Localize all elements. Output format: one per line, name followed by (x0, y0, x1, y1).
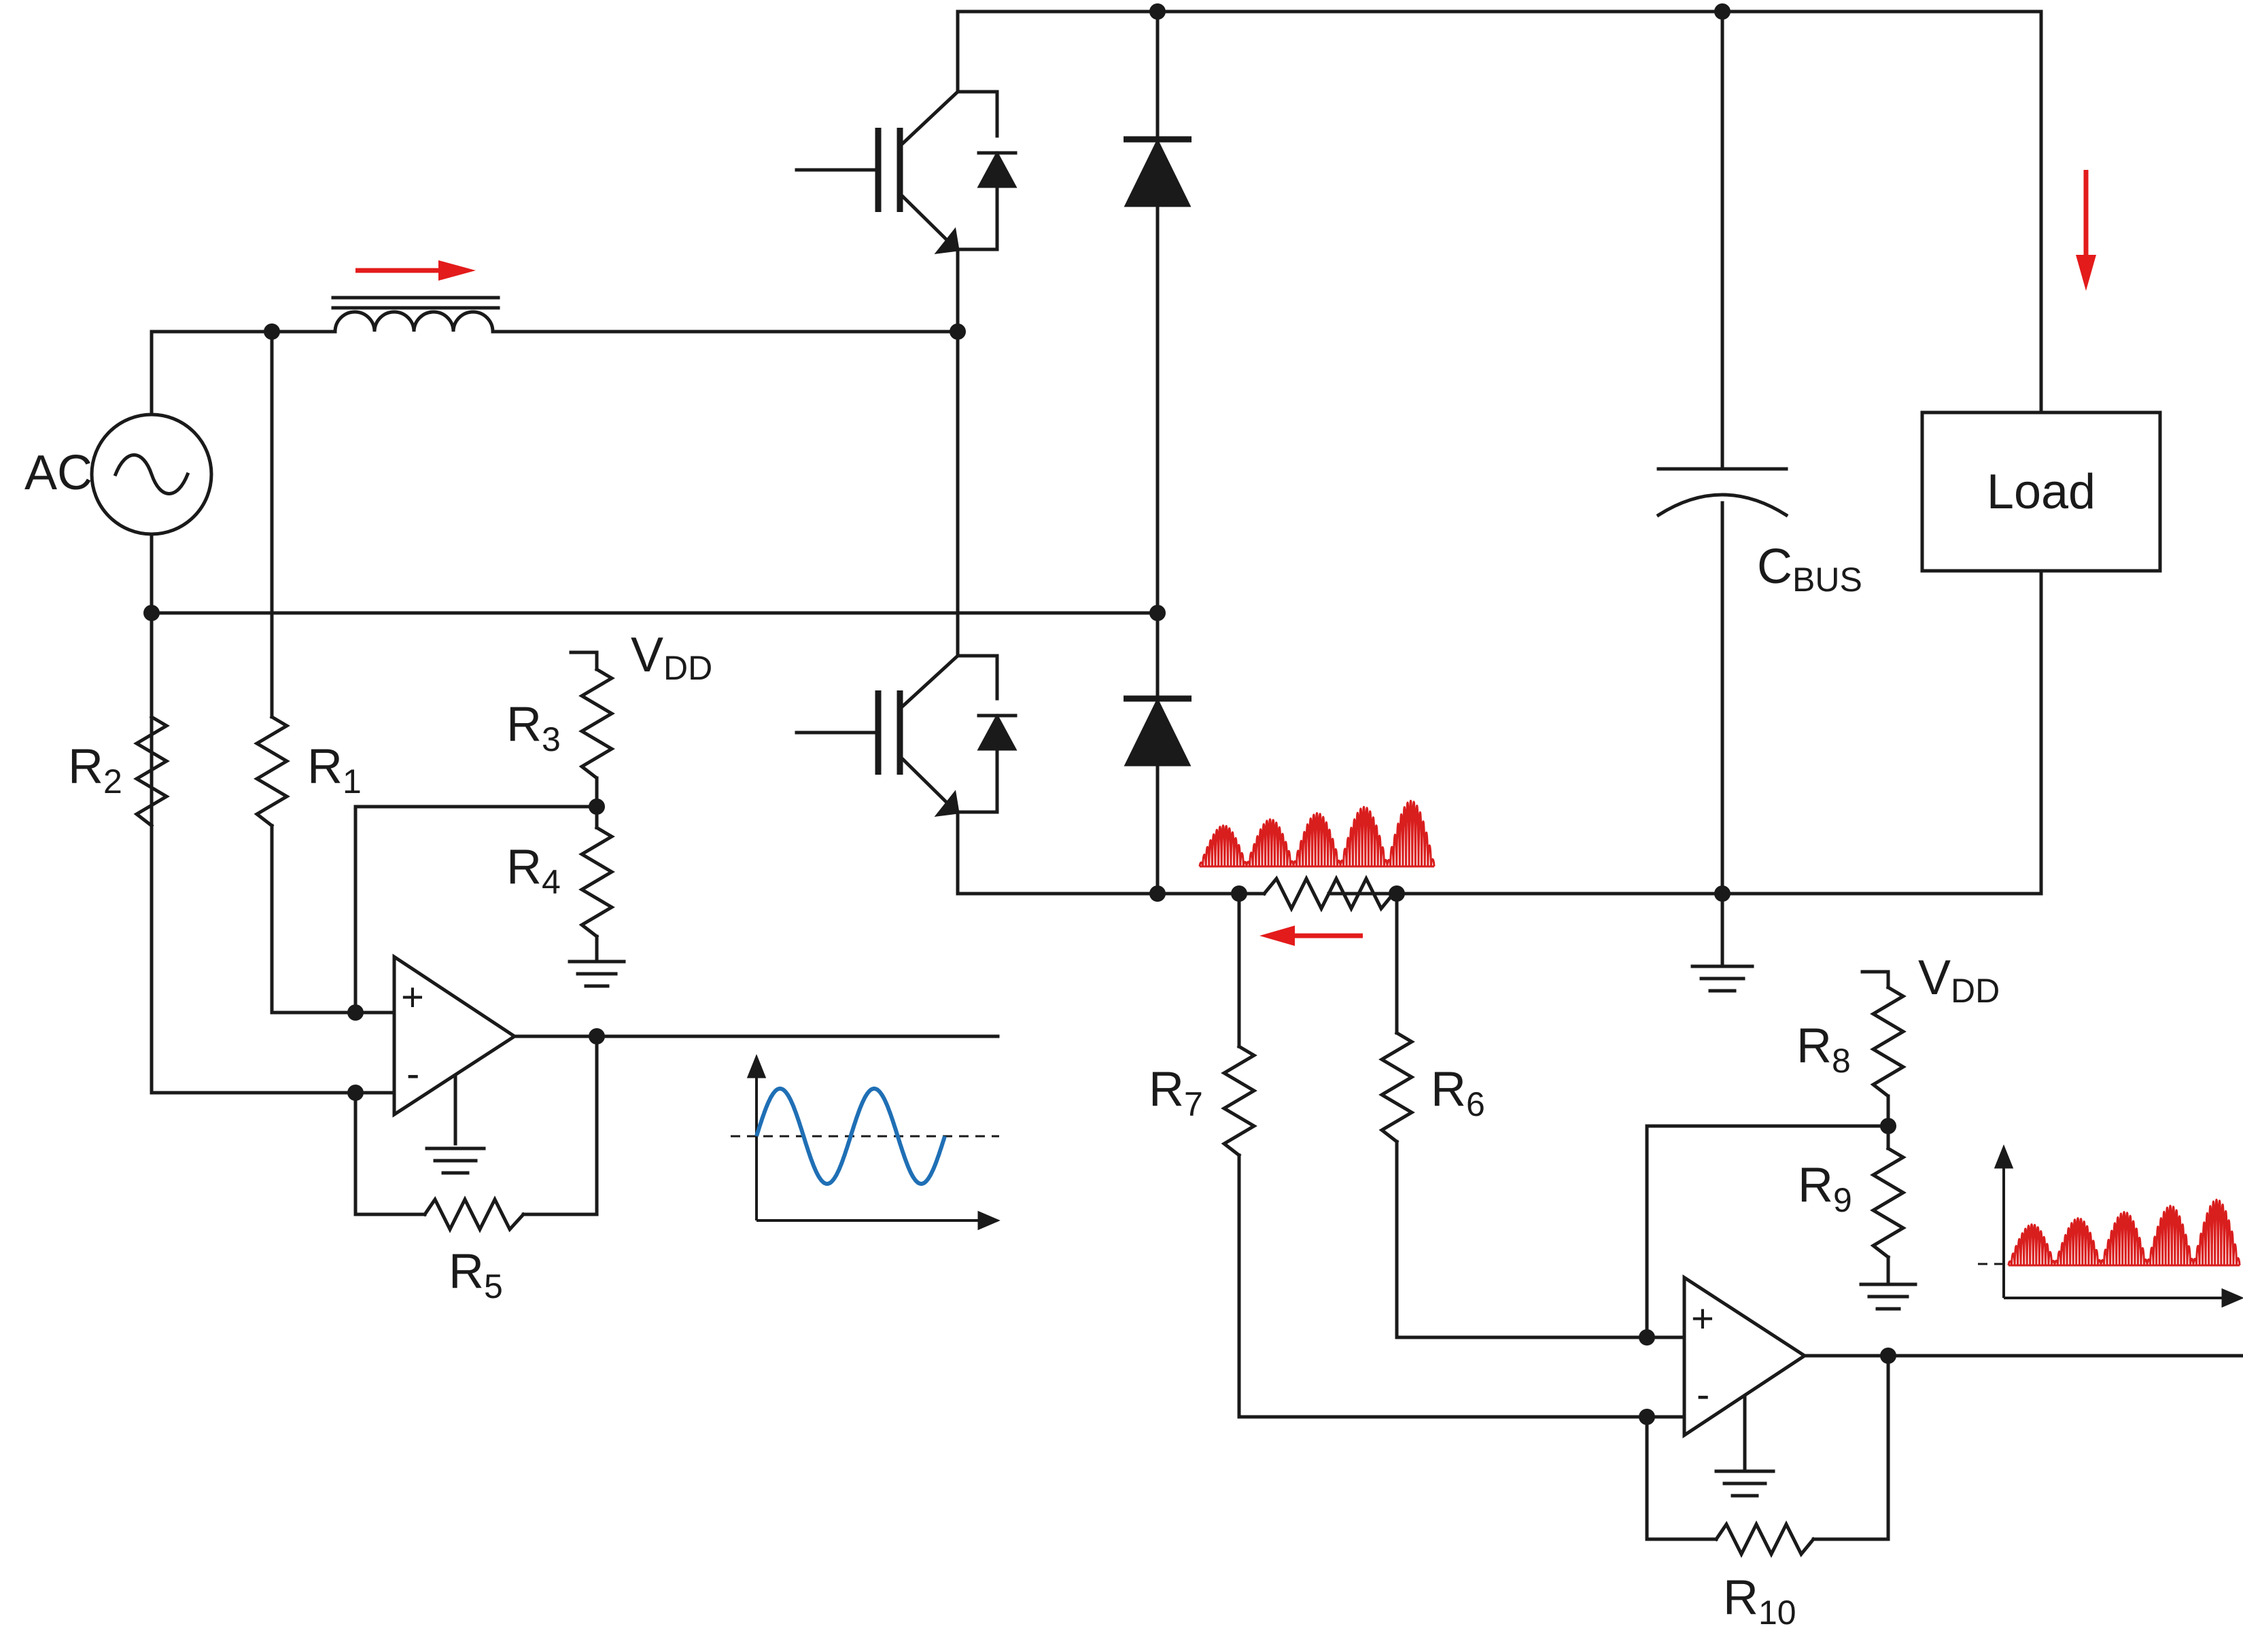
shunt-resistor-icon (1262, 875, 1410, 913)
r7-label: R7 (1149, 1062, 1203, 1123)
shunt-current-arrow-icon (1259, 926, 1363, 946)
r8-label: R8 (1796, 1019, 1851, 1080)
resistor-r10-icon (1714, 1520, 1816, 1558)
op-amp-2-icon (1682, 1274, 1808, 1439)
lower-bridge-diode-icon (1124, 695, 1192, 767)
ground-op-amp-1-icon (425, 1146, 486, 1175)
resistor-r8-icon (1870, 985, 1907, 1128)
upper-igbt-diode-icon (977, 150, 1018, 188)
r9-label: R9 (1798, 1158, 1852, 1219)
op-amp-1-minus: - (406, 1052, 419, 1096)
resistor-r5-icon (422, 1195, 526, 1233)
op-amp-1-icon (392, 953, 518, 1118)
lower-igbt-icon (795, 654, 999, 817)
resistor-r1-icon (254, 714, 290, 828)
op-amp-2-minus: - (1697, 1373, 1709, 1417)
load-current-arrow-icon (2076, 170, 2096, 291)
sine-waveform (754, 1087, 947, 1186)
shunt-rectified-waveform (1198, 800, 1436, 868)
r1-label: R1 (307, 739, 362, 801)
ac-label: AC (24, 446, 92, 500)
resistor-r7-icon (1221, 1044, 1257, 1158)
lower-igbt-diode-icon (977, 713, 1018, 751)
inductor-icon (331, 296, 500, 334)
load-box (1920, 410, 2162, 573)
ac-source-icon (90, 412, 213, 536)
resistor-r9-icon (1870, 1146, 1907, 1260)
r2-label: R2 (68, 739, 122, 801)
r5-label: R5 (449, 1244, 503, 1305)
right-sensing-wires (1237, 892, 2243, 1541)
r4-label: R4 (506, 840, 561, 901)
junction-dots (143, 3, 1896, 1425)
ground-r9-icon (1859, 1282, 1917, 1311)
op-amp-1-plus: + (401, 975, 424, 1019)
bus-capacitor-icon (1656, 467, 1789, 518)
resistor-r4-icon (578, 825, 615, 939)
inductor-current-arrow-icon (355, 260, 476, 281)
load-label: Load (1987, 465, 2096, 519)
r10-label: R10 (1723, 1570, 1796, 1632)
r3-label: R3 (506, 697, 561, 758)
resistor-r2-icon (133, 714, 170, 828)
upper-igbt-icon (795, 90, 999, 254)
resistor-r3-icon (578, 667, 615, 809)
left-sensing-wires (150, 330, 1000, 1216)
rectified-waveform-plot (1978, 1144, 2243, 1308)
power-stage-wires (150, 10, 2043, 1095)
cbus-label: CBUS (1757, 540, 1862, 599)
sine-waveform-plot (731, 1053, 1001, 1231)
ground-op-amp-2-icon (1714, 1469, 1775, 1498)
ground-cbus-icon (1690, 964, 1754, 993)
r6-label: R6 (1431, 1062, 1485, 1123)
ground-r4-icon (568, 960, 626, 988)
resistor-r6-icon (1378, 1030, 1415, 1144)
op-amp-2-plus: + (1691, 1297, 1714, 1341)
upper-bridge-diode-icon (1124, 136, 1192, 207)
vdd-right-label: VDD (1918, 951, 2000, 1010)
output-rectified-waveform (2007, 1199, 2241, 1267)
vdd-left-label: VDD (631, 628, 712, 687)
